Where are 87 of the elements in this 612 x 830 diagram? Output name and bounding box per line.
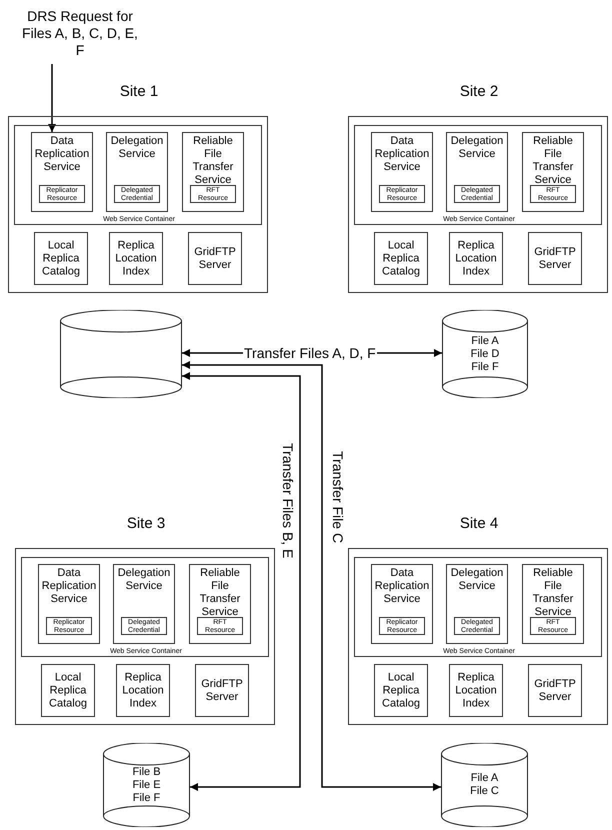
file-label: File F: [471, 360, 499, 374]
edge-label: Transfer Files B, E: [280, 442, 296, 558]
resource-box: [530, 617, 576, 635]
storage-cylinder: [103, 743, 190, 827]
component-name: Replica Location Index: [114, 239, 158, 278]
file-label: File E: [132, 778, 161, 792]
service-name: Delegation Service: [110, 134, 164, 161]
service-name: Delegation Service: [450, 566, 504, 593]
component-name: Local Replica Catalog: [381, 239, 421, 278]
component-name: Replica Location Index: [454, 671, 498, 710]
request-text: DRS Request for Files A, B, C, D, E, F: [21, 8, 139, 59]
arrow: [182, 372, 301, 791]
resource-box: [121, 617, 167, 635]
file-label: File C: [470, 785, 499, 798]
service-name: Reliable File Transfer Service: [192, 134, 234, 187]
container-box: [21, 557, 269, 657]
service-box: [31, 132, 93, 212]
service-name: Data Replication Service: [374, 134, 430, 174]
site-title: Site 2: [458, 83, 500, 100]
edge-label: Transfer File C: [330, 451, 346, 544]
service-name: Delegation Service: [450, 134, 504, 161]
component-name: GridFTP Server: [533, 678, 577, 704]
resource-box: [39, 185, 85, 203]
resource-box: [454, 185, 500, 203]
component-name: Local Replica Catalog: [381, 671, 421, 710]
container-box: [14, 125, 262, 225]
arrow: [182, 361, 441, 791]
component-box: [109, 232, 163, 285]
file-label: File A: [471, 334, 499, 348]
storage-cylinder: [60, 310, 182, 398]
site-title: Site 1: [118, 83, 160, 100]
component-box: [374, 232, 428, 285]
component-name: GridFTP Server: [533, 246, 577, 272]
resource-box: [114, 185, 160, 203]
service-box: [182, 132, 244, 212]
site-title: Site 3: [126, 515, 166, 532]
component-box: [528, 664, 582, 717]
service-name: Data Replication Service: [40, 566, 98, 606]
service-box: [522, 564, 584, 644]
component-box: [449, 664, 503, 717]
service-name: Reliable File Transfer Service: [532, 134, 574, 187]
arrow: [48, 64, 56, 132]
service-box: [106, 132, 168, 212]
service-name: Data Replication Service: [374, 566, 430, 606]
service-name: Reliable File Transfer Service: [198, 566, 242, 619]
component-box: [374, 664, 428, 717]
component-box: [116, 664, 170, 717]
container-box: [354, 125, 602, 225]
resource-box: [454, 617, 500, 635]
component-box: [528, 232, 582, 285]
resource-box: [190, 185, 236, 203]
component-name: Replica Location Index: [454, 239, 498, 278]
file-label: File A: [470, 772, 498, 785]
service-box: [38, 564, 100, 644]
resource-box: [46, 617, 92, 635]
edge-label: Transfer Files A, D, F: [243, 345, 377, 361]
storage-cylinder: [441, 743, 528, 827]
resource-box: [530, 185, 576, 203]
container-box: [354, 557, 602, 657]
service-name: Reliable File Transfer Service: [532, 566, 574, 619]
storage-cylinder: [442, 310, 528, 398]
component-name: Replica Location Index: [121, 671, 165, 710]
component-box: [41, 664, 95, 717]
resource-box: [379, 617, 425, 635]
component-box: [195, 664, 249, 717]
component-box: [188, 232, 242, 285]
resource-box: [197, 617, 243, 635]
resource-box: [379, 185, 425, 203]
file-label: File D: [470, 348, 500, 360]
component-box: [34, 232, 88, 285]
site-title: Site 4: [458, 515, 500, 532]
file-label: File F: [132, 792, 160, 804]
service-box: [446, 564, 508, 644]
service-box: [189, 564, 251, 644]
service-box: [522, 132, 584, 212]
service-box: [371, 564, 433, 644]
service-name: Delegation Service: [116, 566, 172, 593]
service-name: Data Replication Service: [34, 134, 90, 174]
service-box: [113, 564, 175, 644]
component-name: Local Replica Catalog: [48, 671, 88, 710]
service-box: [446, 132, 508, 212]
component-name: GridFTP Server: [193, 246, 237, 272]
file-label: File B: [132, 766, 161, 778]
component-name: GridFTP Server: [200, 678, 244, 704]
component-name: Local Replica Catalog: [41, 239, 81, 278]
service-box: [371, 132, 433, 212]
component-box: [449, 232, 503, 285]
